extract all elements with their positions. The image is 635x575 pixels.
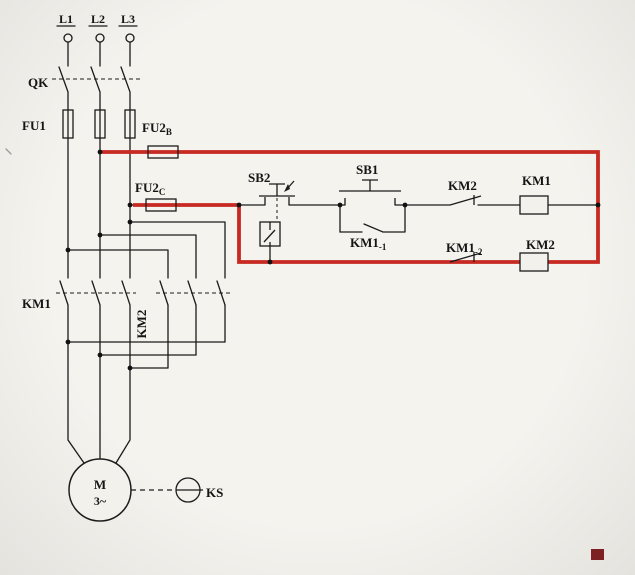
label-fu2b-main: FU2 <box>142 120 166 135</box>
label-km1-main: KM1 <box>22 296 51 311</box>
label-motor-m: M <box>94 477 106 492</box>
label-sb1: SB1 <box>356 162 378 177</box>
label-km1-coil: KM1 <box>522 173 551 188</box>
label-fu2b: FU2B <box>142 120 172 137</box>
motor: M 3~ <box>68 458 132 522</box>
label-km2-interlock: KM2 <box>448 178 477 193</box>
label-km1-aux1: KM1-1 <box>350 235 387 252</box>
km2-nc-contact <box>449 195 482 206</box>
label-fu2c-main: FU2 <box>135 180 159 195</box>
label-l3: L3 <box>121 12 135 26</box>
fuses <box>62 109 179 212</box>
km2-coil-symbol <box>519 252 549 272</box>
label-fu1: FU1 <box>22 118 46 133</box>
terminal-l3 <box>125 33 135 43</box>
label-ks: KS <box>206 485 223 500</box>
label-motor-phase: 3~ <box>94 494 107 508</box>
label-km1-aux2: KM1-2 <box>446 240 483 257</box>
ks-relay <box>131 477 203 503</box>
label-fu2c: FU2C <box>135 180 165 197</box>
fu2c-fuse <box>145 198 177 212</box>
label-sb2: SB2 <box>248 170 270 185</box>
sb1-button <box>339 179 401 205</box>
fu1-fuse-1 <box>62 109 74 139</box>
corner-square <box>591 549 604 560</box>
labels: L1 L2 L3 QK FU1 FU2B FU2C SB2 SB1 KM1-1 … <box>22 12 555 500</box>
wiring <box>5 25 599 464</box>
label-km1-aux2-sub: -2 <box>475 247 483 257</box>
supply-terminals <box>63 33 135 43</box>
label-l1: L1 <box>59 12 73 26</box>
km1-coil-symbol <box>519 195 549 215</box>
highlight-path <box>102 150 600 264</box>
km1-2-contact <box>449 252 482 263</box>
fu1-fuse-2 <box>94 109 106 139</box>
label-km2-main: KM2 <box>134 310 149 339</box>
label-fu2c-sub: C <box>159 187 166 197</box>
terminal-l1 <box>63 33 73 43</box>
label-km1-aux1-main: KM1 <box>350 235 379 250</box>
terminal-l2 <box>95 33 105 43</box>
fu2b-fuse <box>147 145 179 159</box>
label-km2-coil: KM2 <box>526 237 555 252</box>
label-l2: L2 <box>91 12 105 26</box>
label-km1-aux2-main: KM1 <box>446 240 475 255</box>
junction-dots <box>65 149 601 371</box>
gang-links <box>52 78 231 294</box>
label-km1-aux1-sub: -1 <box>379 242 387 252</box>
press-arrow <box>284 184 290 192</box>
sb2-button <box>259 180 295 220</box>
label-fu2b-sub: B <box>166 127 172 137</box>
label-qk: QK <box>28 75 49 90</box>
sb2-no-contact-box <box>259 221 281 262</box>
fu1-fuse-3 <box>124 109 136 139</box>
